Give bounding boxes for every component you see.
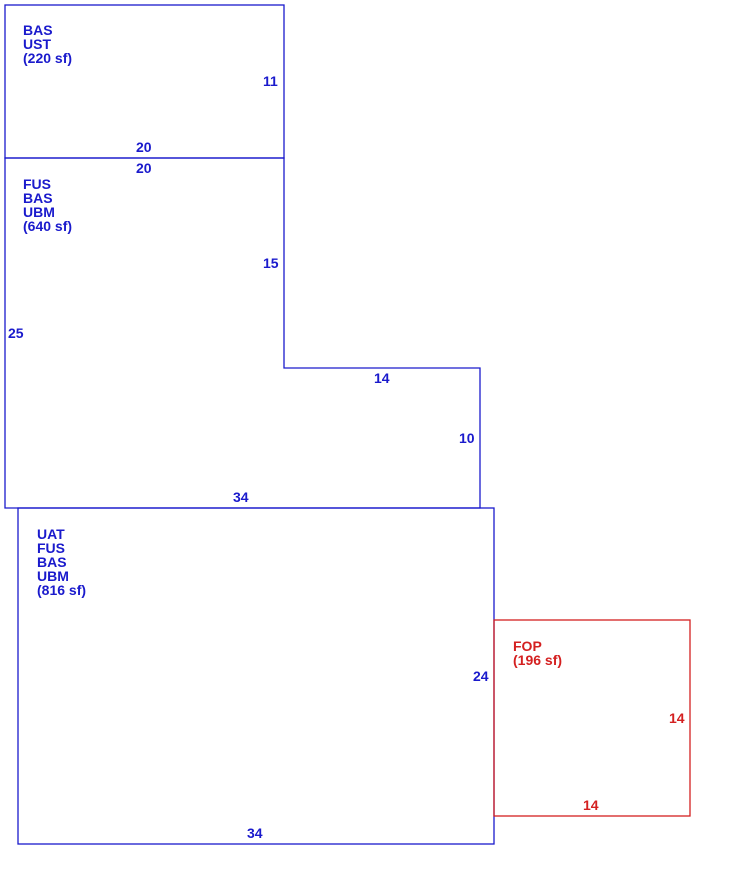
area-lower-floor-outline	[17, 507, 495, 845]
area-upper-story-label-area: (220 sf)	[23, 50, 72, 66]
area-upper-story-label-code-2: UST	[23, 36, 51, 52]
area-lower-floor-label-code-3: BAS	[37, 554, 67, 570]
area-lower-floor-label-area: (816 sf)	[37, 582, 86, 598]
area-main-floor-dim-right-lower: 10	[459, 430, 475, 446]
area-upper-story-label-code-1: BAS	[23, 22, 53, 38]
area-main-floor-dim-top: 20	[136, 160, 152, 176]
area-lower-floor-dim-bottom: 34	[247, 825, 263, 841]
area-main-floor-dim-bottom: 34	[233, 489, 249, 505]
area-porch-dim-right: 14	[669, 710, 685, 726]
area-lower-floor-label-code-2: FUS	[37, 540, 65, 556]
area-main-floor-dim-right-upper: 15	[263, 255, 279, 271]
area-upper-story-dim-bottom: 20	[136, 139, 152, 155]
area-porch-outline	[493, 619, 691, 817]
area-upper-story-dim-right: 11	[263, 73, 278, 89]
area-lower-floor-dim-right: 24	[473, 668, 489, 684]
area-main-floor-dim-step: 14	[374, 370, 390, 386]
area-main-floor-label-code-1: FUS	[23, 176, 51, 192]
area-porch-label-code: FOP	[513, 638, 542, 654]
area-porch: FOP (196 sf) 14 14	[493, 619, 691, 817]
area-porch-dim-bottom: 14	[583, 797, 599, 813]
area-lower-floor-label-code-1: UAT	[37, 526, 65, 542]
area-main-floor-dim-left: 25	[8, 325, 24, 341]
area-porch-label-area: (196 sf)	[513, 652, 562, 668]
area-upper-story: BAS UST (220 sf) 11 20	[4, 4, 285, 159]
area-main-floor-label-area: (640 sf)	[23, 218, 72, 234]
area-main-floor-label-code-2: BAS	[23, 190, 53, 206]
area-main-floor-outline	[4, 157, 481, 509]
area-main-floor-label-code-3: UBM	[23, 204, 55, 220]
area-lower-floor: UAT FUS BAS UBM (816 sf) 24 34	[17, 507, 495, 845]
area-main-floor: 20 FUS BAS UBM (640 sf) 15 25 14 10 34	[4, 157, 481, 509]
area-lower-floor-label-code-4: UBM	[37, 568, 69, 584]
